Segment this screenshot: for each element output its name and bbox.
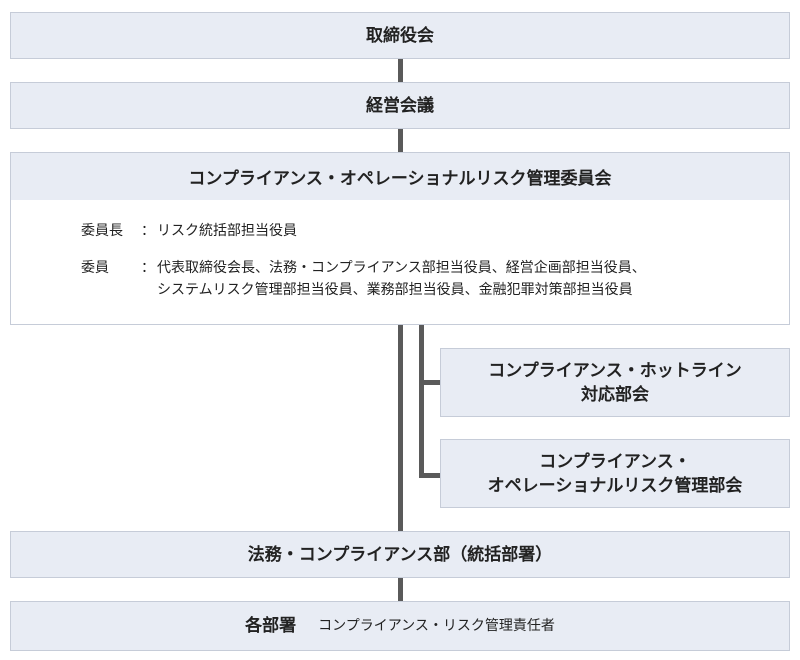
connector-branch-oprisk [419, 473, 441, 478]
hotline-subcommittee-label: コンプライアンス・ホットライン 対応部会 [488, 360, 742, 405]
committee-title: コンプライアンス・オペレーショナルリスク管理委員会 [11, 153, 789, 200]
connector-meeting-to-committee [398, 129, 403, 153]
legal-compliance-department-label: 法務・コンプライアンス部（統括部署） [247, 544, 553, 565]
connector-legal-to-departments [398, 578, 403, 601]
chair-colon: ： [141, 223, 155, 239]
board-of-directors-box: 取締役会 [10, 12, 790, 59]
connector-committee-to-legal [398, 325, 403, 531]
compliance-risk-officer-label: コンプライアンス・リスク管理責任者 [318, 618, 555, 634]
oprisk-subcommittee-box: コンプライアンス・ オペレーショナルリスク管理部会 [440, 439, 790, 508]
connector-branch-hotline [419, 380, 441, 385]
connector-board-to-meeting [398, 59, 403, 82]
departments-box: 各部署 コンプライアンス・リスク管理責任者 [10, 601, 790, 651]
compliance-risk-committee-box: コンプライアンス・オペレーショナルリスク管理委員会 委員長 ： リスク統括部担当… [10, 152, 790, 325]
members-value: 代表取締役会長、法務・コンプライアンス部担当役員、経営企画部担当役員、 システム… [157, 260, 646, 298]
connector-branch-vertical [419, 325, 424, 478]
chair-value: リスク統括部担当役員 [157, 223, 297, 239]
legal-compliance-department-box: 法務・コンプライアンス部（統括部署） [10, 531, 790, 578]
departments-label: 各部署 [245, 616, 297, 636]
board-of-directors-label: 取締役会 [366, 25, 434, 46]
management-meeting-box: 経営会議 [10, 82, 790, 129]
members-label: 委員 [81, 260, 109, 276]
members-colon: ： [141, 260, 155, 276]
hotline-subcommittee-box: コンプライアンス・ホットライン 対応部会 [440, 348, 790, 417]
management-meeting-label: 経営会議 [366, 95, 434, 116]
chair-label: 委員長 [81, 223, 123, 239]
oprisk-subcommittee-label: コンプライアンス・ オペレーショナルリスク管理部会 [487, 451, 743, 496]
